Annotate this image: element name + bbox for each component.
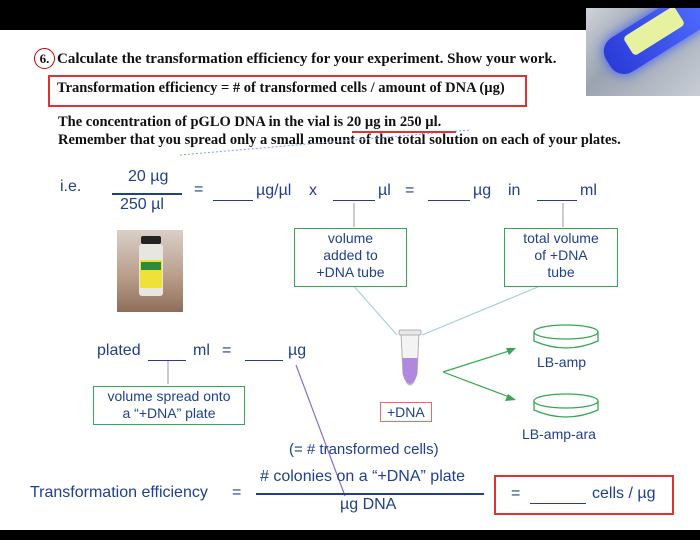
arrow-to-lb-amp-ara [442,371,513,399]
blank-total-volume[interactable] [537,200,577,201]
line-total-to-tube [421,283,546,336]
ie-fraction-bar [112,193,182,195]
plate-label-lb-amp-ara: LB-amp-ara [522,426,596,442]
arrow-to-lb-amp [442,349,513,373]
blank-dna-mass[interactable] [428,200,470,201]
line-volume-to-tube [351,283,398,336]
formula-text: Transformation efficiency = # of transfo… [57,80,505,96]
efficiency-equals: = [232,484,242,501]
plated-label: plated [97,342,141,359]
efficiency-fraction-bar [256,493,484,495]
total-volume-line1: total volume [523,230,599,246]
total-volume-line3: tube [547,264,575,280]
ie-unit-ml: ml [580,182,597,199]
efficiency-denominator: µg DNA [340,496,397,513]
ie-label: i.e. [60,178,82,195]
question-text: Calculate the transformation efficiency … [57,51,557,67]
plated-equals: = [222,342,232,359]
volume-added-line2: added to [323,247,378,263]
dna-tube-label: +DNA [380,402,432,422]
arrowhead-lb-amp [506,348,516,355]
answer-equals: = [511,485,521,502]
tube-icon [400,332,420,386]
ie-unit-ug: µg [473,182,492,199]
volume-added-line1: volume [327,230,374,246]
reminder-line: Remember that you spread only a small am… [58,132,621,148]
blank-concentration[interactable] [213,200,253,201]
ie-equals-1: = [194,181,204,198]
ie-numerator: 20 µg [128,168,169,185]
ie-unit-ul: µl [378,182,391,199]
total-volume-box: total volume of +DNA tube [504,228,618,287]
volume-added-box: volume added to +DNA tube [294,228,407,287]
petri-dish-lb-amp-ara [533,393,599,418]
volume-spread-line2: a “+DNA” plate [122,405,216,421]
concentration-line: The concentration of pGLO DNA in the via… [58,114,442,130]
blank-efficiency-answer[interactable] [530,503,586,504]
formula-box [48,75,527,107]
blank-volume-added[interactable] [333,200,375,201]
ie-denominator: 250 µl [120,196,164,213]
ie-unit-ug-per-ul: µg/µl [256,182,292,199]
ie-times: x [309,182,317,199]
question-number: 6. [34,48,55,69]
volume-spread-box: volume spread onto a “+DNA” plate [93,386,245,425]
transformed-cells-note: (= # transformed cells) [289,441,439,458]
blank-plated-dna[interactable] [245,360,283,361]
blank-plated-volume[interactable] [148,360,186,361]
efficiency-label: Transformation efficiency [30,484,208,501]
ie-in: in [508,182,521,199]
volume-added-line3: +DNA tube [316,264,385,280]
plated-unit-ug: µg [288,342,307,359]
plate-label-lb-amp: LB-amp [537,354,587,370]
answer-box [494,475,674,515]
arrowhead-lb-amp-ara [505,394,516,401]
vial-photo [117,230,183,312]
tube-liquid [402,358,418,384]
plated-unit-ml: ml [193,342,210,359]
tube-cap [398,329,422,336]
ie-equals-2: = [405,182,415,199]
tube-photo [586,8,700,96]
volume-spread-line1: volume spread onto [107,388,231,404]
petri-dish-lb-amp [533,324,599,349]
efficiency-numerator: # colonies on a “+DNA” plate [260,468,465,485]
worksheet-page: 6.Calculate the transformation efficienc… [0,8,700,530]
answer-unit: cells / µg [592,485,656,502]
concentration-underline [352,131,456,133]
total-volume-line2: of +DNA [534,247,588,263]
question-header: 6.Calculate the transformation efficienc… [34,48,557,69]
